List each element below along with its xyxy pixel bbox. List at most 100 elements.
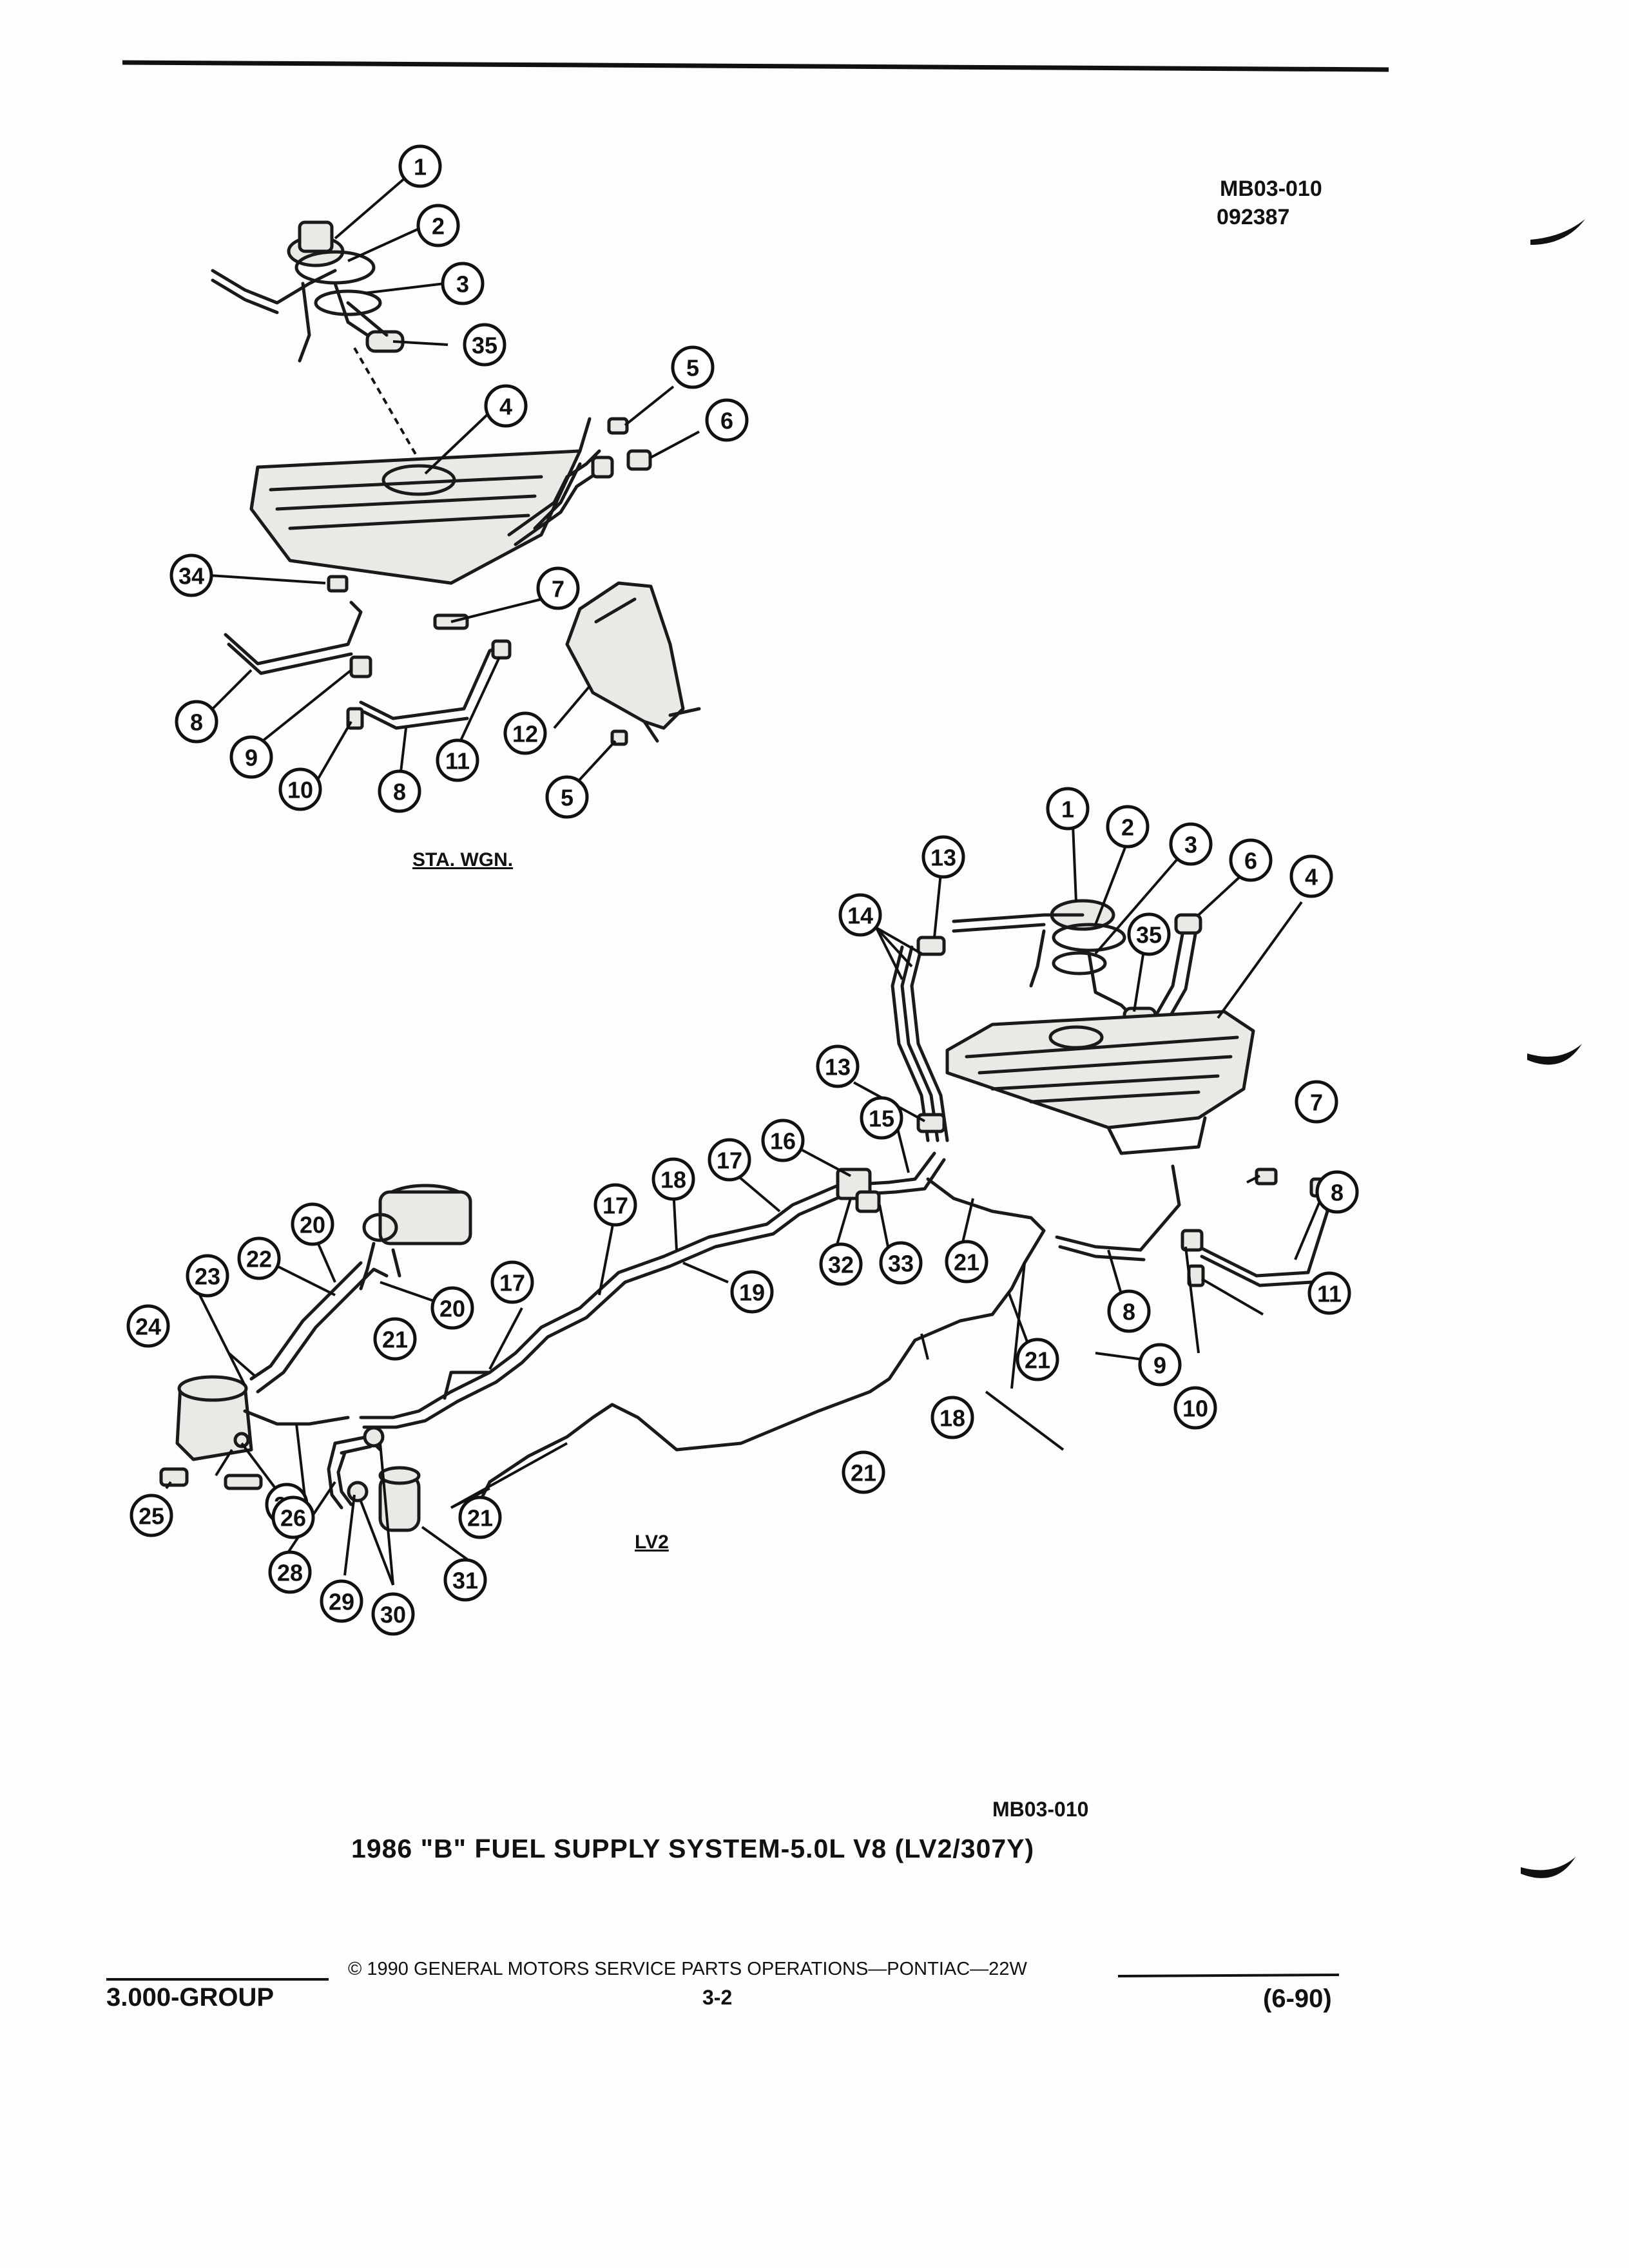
callout-8: 8 <box>1315 1170 1359 1214</box>
footer-rule-right <box>1117 1974 1340 1977</box>
leader-lines-wagon <box>209 176 700 784</box>
callout-label: 9 <box>245 745 258 771</box>
callout-label: 10 <box>287 777 313 803</box>
callout-label: 11 <box>445 748 470 774</box>
callout-label: 28 <box>277 1560 303 1586</box>
callout-17: 17 <box>708 1138 751 1182</box>
callout-label: 21 <box>851 1460 876 1486</box>
header-ref-date: 092387 <box>1217 205 1290 229</box>
callout-label: 19 <box>739 1280 765 1306</box>
callout-18: 18 <box>651 1157 695 1201</box>
callout-label: 7 <box>1310 1090 1323 1116</box>
callout-label: 14 <box>847 903 873 929</box>
lv2-assembly <box>159 824 1330 1586</box>
callout-35: 35 <box>1127 912 1171 956</box>
callout-13: 13 <box>816 1044 860 1088</box>
callout-label: 35 <box>1136 922 1162 948</box>
vapor-canister <box>159 1261 389 1490</box>
scan-mark <box>1530 219 1585 245</box>
fill-cap-hardware <box>591 417 652 479</box>
callout-5: 5 <box>671 345 715 389</box>
callout-label: 35 <box>472 332 497 359</box>
callout-label: 15 <box>869 1106 894 1132</box>
callout-20: 20 <box>291 1202 334 1246</box>
callout-9: 9 <box>1138 1343 1182 1387</box>
callout-label: 8 <box>1123 1299 1135 1325</box>
callout-label: 16 <box>770 1128 796 1155</box>
callout-2: 2 <box>416 204 460 247</box>
callout-label: 34 <box>178 563 204 590</box>
callout-7: 7 <box>536 566 580 610</box>
callout-label: 12 <box>512 721 538 747</box>
tank-straps-lv2 <box>1055 1164 1330 1287</box>
callout-label: 3 <box>1184 832 1197 858</box>
callout-label: 8 <box>1331 1180 1344 1206</box>
callout-15: 15 <box>860 1096 903 1140</box>
callout-1: 1 <box>1046 787 1090 831</box>
callout-label: 3 <box>456 271 469 298</box>
callout-4: 4 <box>1289 854 1333 898</box>
station-wagon-label: STA. WGN. <box>412 849 514 870</box>
footer-group: 3.000-GROUP <box>106 1983 275 2012</box>
figure-code: MB03-010 <box>992 1798 1089 1821</box>
callout-3: 3 <box>1169 822 1213 866</box>
callout-label: 17 <box>602 1193 628 1219</box>
callout-label: 23 <box>195 1264 220 1290</box>
tank-straps-wagon <box>224 575 512 730</box>
callout-label: 20 <box>439 1296 465 1322</box>
callout-21: 21 <box>458 1495 502 1539</box>
callout-label: 6 <box>720 408 733 434</box>
callout-label: 1 <box>414 154 427 180</box>
callout-label: 2 <box>432 213 445 240</box>
fuel-tank-lv2 <box>945 1010 1255 1155</box>
station-wagon-assembly <box>209 176 701 784</box>
callout-16: 16 <box>761 1119 805 1162</box>
footer-edition: (6-90) <box>1263 1984 1332 2013</box>
callout-1: 1 <box>398 144 442 188</box>
callout-6: 6 <box>1229 838 1273 882</box>
callout-label: 9 <box>1153 1352 1166 1379</box>
callout-18: 18 <box>930 1396 974 1439</box>
callout-label: 26 <box>280 1505 306 1532</box>
callout-17: 17 <box>593 1183 637 1227</box>
callout-11: 11 <box>436 738 479 782</box>
callout-label: 13 <box>825 1054 851 1081</box>
callout-13: 13 <box>921 835 965 879</box>
callout-label: 30 <box>380 1602 406 1628</box>
callout-21: 21 <box>1016 1338 1059 1381</box>
callout-24: 24 <box>126 1304 170 1348</box>
callout-12: 12 <box>503 711 547 755</box>
callout-32: 32 <box>819 1242 863 1286</box>
callout-label: 10 <box>1182 1396 1208 1422</box>
lv2-label: LV2 <box>635 1532 669 1553</box>
callout-34: 34 <box>169 553 213 597</box>
callout-31: 31 <box>443 1558 487 1602</box>
callout-label: 21 <box>954 1249 979 1276</box>
callout-label: 5 <box>686 355 699 381</box>
callout-label: 24 <box>135 1314 161 1340</box>
callout-label: 5 <box>561 785 574 811</box>
callout-label: 8 <box>190 709 203 736</box>
callout-label: 13 <box>930 845 956 871</box>
carburetor-assembly <box>359 1184 472 1291</box>
callout-label: 4 <box>499 394 512 420</box>
callout-23: 23 <box>186 1254 229 1298</box>
callout-22: 22 <box>237 1236 281 1280</box>
footer-copyright: © 1990 GENERAL MOTORS SERVICE PARTS OPER… <box>348 1959 1027 1979</box>
callout-label: 20 <box>300 1212 325 1238</box>
callout-label: 21 <box>382 1327 408 1353</box>
fuel-lines-vertical <box>891 936 949 1142</box>
callout-8: 8 <box>175 700 218 744</box>
footer-page-number: 3-2 <box>702 1986 733 2009</box>
callout-21: 21 <box>842 1450 885 1494</box>
heat-shield-wagon <box>565 581 701 746</box>
callout-8: 8 <box>1107 1289 1151 1333</box>
callout-label: 17 <box>717 1148 742 1174</box>
figure-title: 1986 "B" FUEL SUPPLY SYSTEM-5.0L V8 (LV2… <box>351 1834 1035 1863</box>
callout-label: 17 <box>499 1270 525 1296</box>
callout-label: 4 <box>1305 864 1318 890</box>
callout-20: 20 <box>430 1286 474 1330</box>
callout-35: 35 <box>463 323 506 367</box>
callout-9: 9 <box>229 735 273 779</box>
